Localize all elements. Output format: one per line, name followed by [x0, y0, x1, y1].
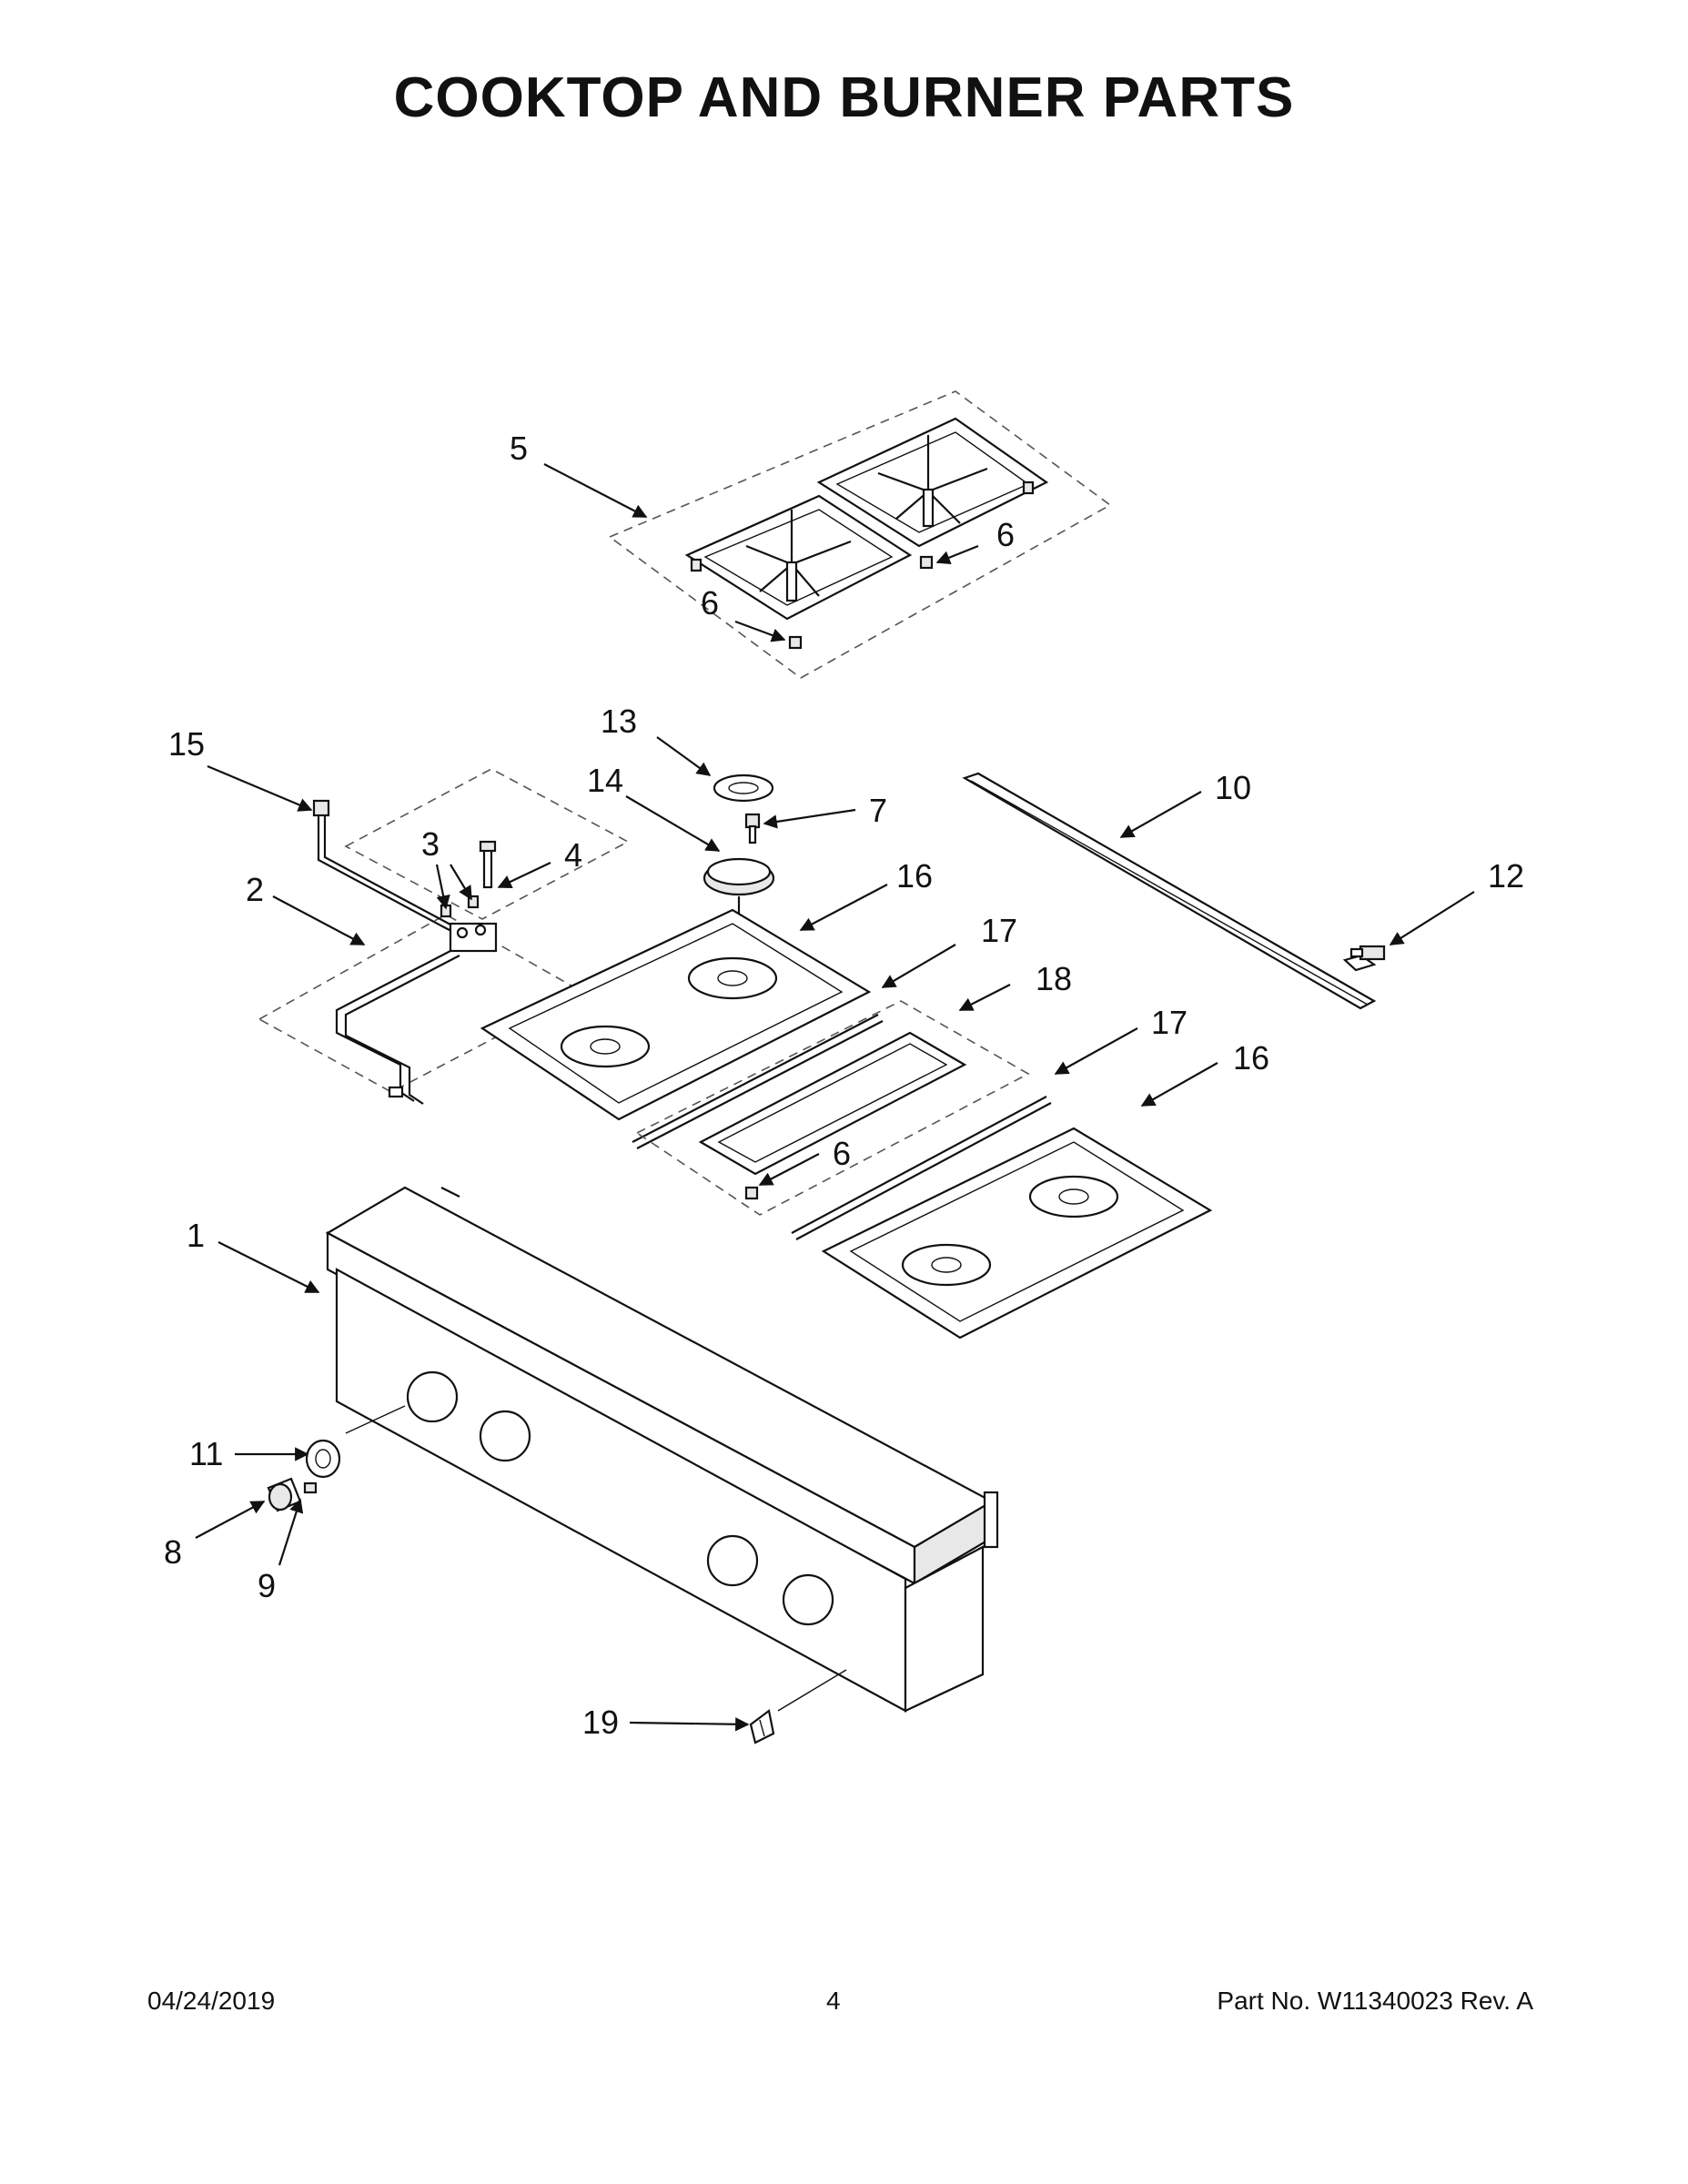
- control-panel: [325, 1186, 999, 1713]
- panel-clip: [749, 1709, 775, 1744]
- footer-page-number: 4: [826, 1987, 841, 2015]
- rear-trim: [962, 772, 1386, 1010]
- callout-15: 15: [168, 725, 205, 763]
- callout-16-right: 16: [1233, 1039, 1269, 1077]
- callout-4: 4: [564, 836, 582, 874]
- callout-14: 14: [587, 762, 623, 799]
- callout-arrows: [195, 463, 1475, 1732]
- grate-assembly: [608, 390, 1112, 679]
- control-knob: [267, 1439, 341, 1512]
- callout-3: 3: [421, 825, 440, 863]
- burner-assembly: [702, 774, 775, 915]
- page-title: COOKTOP AND BURNER PARTS: [393, 66, 1295, 129]
- burner-tray-right: [821, 1127, 1213, 1340]
- callout-1: 1: [187, 1217, 205, 1254]
- footer-date: 04/24/2019: [147, 1987, 276, 2015]
- callout-labels: 5 6 6 15 13 14 7 10 3 4 2 16 12 17 18 17…: [164, 430, 1524, 1741]
- callout-6-grate-right: 6: [996, 516, 1015, 553]
- callout-17-left: 17: [981, 912, 1017, 949]
- callout-10: 10: [1215, 769, 1251, 806]
- center-trim: [635, 1000, 1030, 1216]
- callout-18: 18: [1036, 960, 1072, 997]
- grate-left: [684, 494, 913, 650]
- callout-8: 8: [164, 1533, 182, 1571]
- callout-6-trim: 6: [833, 1135, 851, 1172]
- burner-tray-left: [480, 908, 872, 1121]
- callout-13: 13: [601, 703, 637, 740]
- callout-2: 2: [246, 871, 264, 908]
- footer-part-number: Part No. W11340023 Rev. A: [1217, 1987, 1533, 2015]
- callout-9: 9: [258, 1567, 276, 1604]
- callout-17-right: 17: [1151, 1004, 1188, 1041]
- grate-right: [816, 417, 1049, 570]
- callout-11: 11: [189, 1435, 223, 1472]
- callout-16-left: 16: [896, 857, 933, 895]
- callout-7: 7: [869, 792, 887, 829]
- callout-19: 19: [582, 1704, 619, 1741]
- callout-5: 5: [510, 430, 528, 467]
- callout-12: 12: [1488, 857, 1524, 895]
- manifold-assembly: [258, 768, 630, 1105]
- callout-6-grate-left: 6: [701, 584, 719, 622]
- seal-strips: [632, 1014, 1052, 1240]
